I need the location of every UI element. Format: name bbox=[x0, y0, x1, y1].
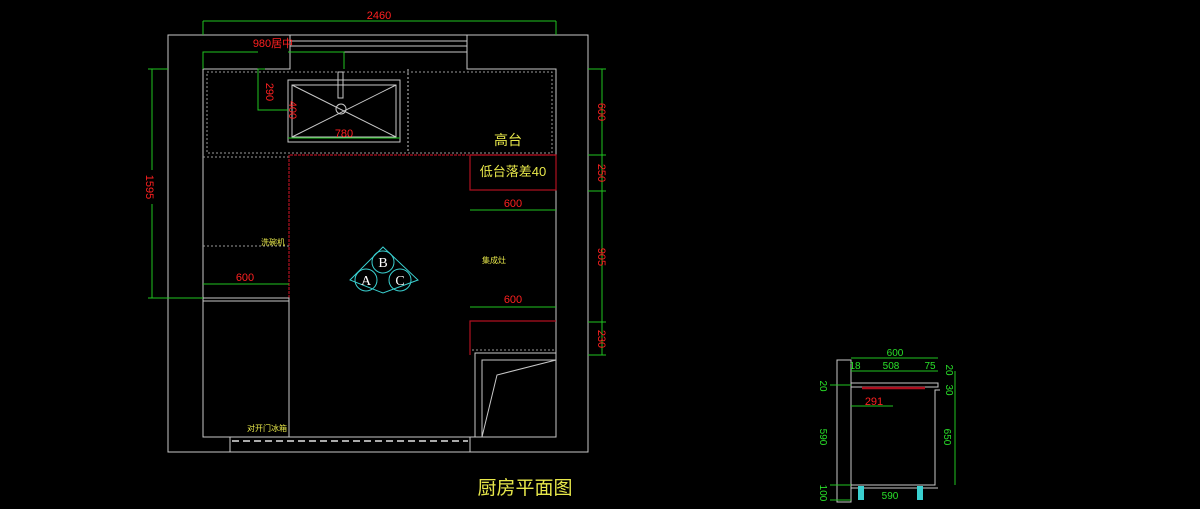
overall-width-dimension: 2460 bbox=[202, 10, 557, 35]
detail-bottom-width: 590 bbox=[882, 491, 899, 502]
drain-icon bbox=[335, 103, 347, 115]
detail-seg-2: 508 bbox=[883, 361, 900, 372]
fridge-label: 对开门冰箱 bbox=[247, 423, 287, 433]
kitchen-walls bbox=[167, 34, 589, 453]
detail-top-width: 600 bbox=[887, 348, 904, 359]
elevation-symbol-icon: B A C bbox=[349, 246, 419, 294]
detail-right-top: 20 bbox=[943, 364, 954, 376]
left-height-dimension: 1595 bbox=[140, 68, 203, 299]
drawing-title: 厨房平面图 bbox=[477, 477, 572, 499]
sink-center-label: 980居中 bbox=[253, 37, 293, 50]
overall-width-label: 2460 bbox=[367, 10, 391, 22]
stove-label: 集成灶 bbox=[482, 255, 506, 265]
detail-left-middle: 590 bbox=[817, 429, 828, 446]
symbol-c: C bbox=[395, 274, 404, 289]
high-counter-label: 高台 bbox=[494, 132, 522, 148]
high-counter-depth-label: 600 bbox=[504, 198, 522, 210]
detail-left-bottom: 100 bbox=[817, 485, 828, 502]
right-dimension-chain: 600 250 905 230 bbox=[588, 68, 607, 356]
window bbox=[290, 34, 467, 53]
symbol-a: A bbox=[361, 274, 372, 289]
dishwasher-label: 洗碗机 bbox=[261, 237, 285, 247]
right-dim-3: 905 bbox=[595, 248, 607, 266]
sink-depth-label: 400 bbox=[286, 101, 298, 119]
fridge bbox=[202, 297, 290, 438]
sink-offset-label: 290 bbox=[263, 83, 275, 101]
right-dim-4: 230 bbox=[595, 330, 607, 348]
right-dim-1: 600 bbox=[595, 103, 607, 121]
counter bbox=[203, 69, 553, 158]
sink: 290 400 780 bbox=[257, 68, 401, 143]
faucet-icon bbox=[337, 71, 344, 99]
left-height-label: 1595 bbox=[143, 175, 155, 199]
symbol-b: B bbox=[378, 256, 387, 271]
tall-cabinet bbox=[474, 352, 557, 438]
detail-right-second: 30 bbox=[943, 384, 954, 396]
stove-depth-label: 600 bbox=[504, 294, 522, 306]
dishwasher-width-label: 600 bbox=[236, 272, 254, 284]
sink-width-label: 780 bbox=[335, 128, 353, 140]
detail-seg-3: 75 bbox=[924, 361, 936, 372]
detail-right-height: 650 bbox=[941, 429, 952, 446]
right-dim-2: 250 bbox=[595, 164, 607, 182]
detail-left-top: 20 bbox=[817, 380, 828, 392]
detail-inner-offset: 291 bbox=[865, 396, 883, 408]
cabinet-detail: 600 18 508 75 20 30 291 20 590 100 650 5… bbox=[817, 348, 956, 503]
detail-seg-1: 18 bbox=[849, 361, 861, 372]
sink-center-dimension: 980居中 bbox=[202, 37, 345, 69]
low-counter-drop-label: 低台落差40 bbox=[480, 164, 546, 179]
